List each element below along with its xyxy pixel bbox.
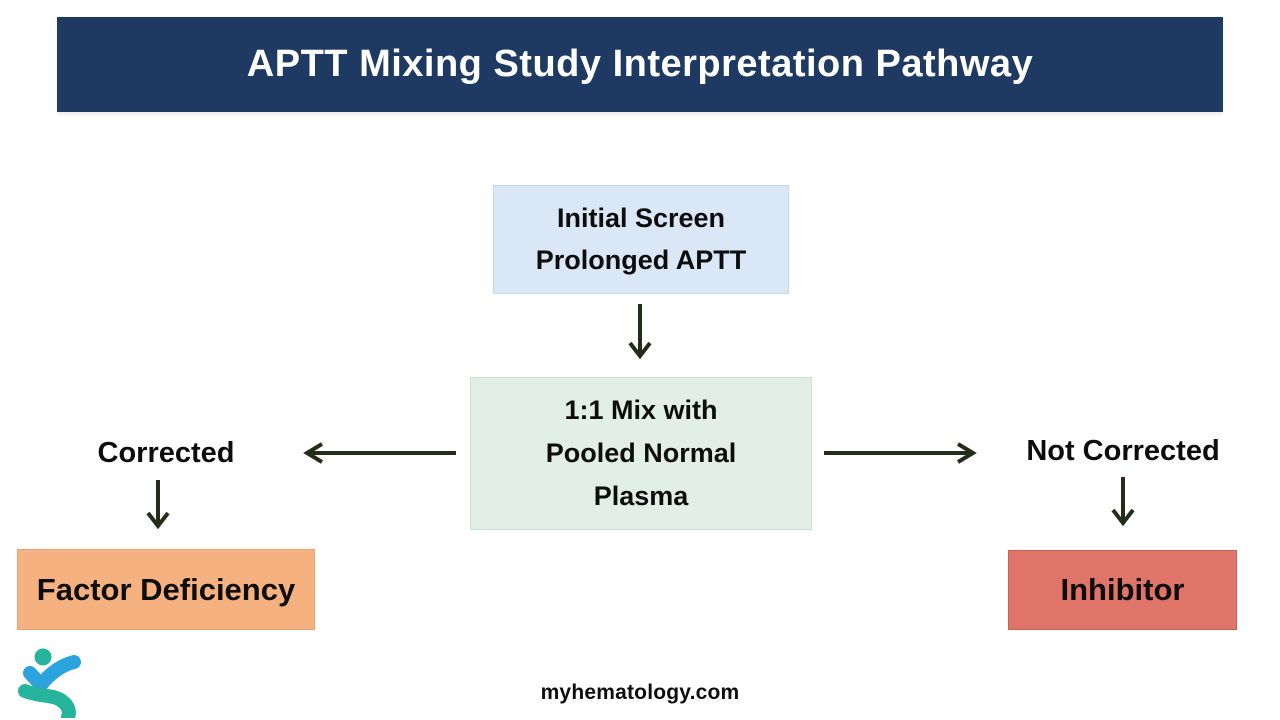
myhematology-logo-icon — [16, 646, 94, 720]
node-factor-deficiency: Factor Deficiency — [17, 549, 315, 630]
arrow-mix-to-corrected — [303, 442, 456, 464]
node-mix: 1:1 Mix with Pooled Normal Plasma — [470, 377, 812, 530]
title-bar: APTT Mixing Study Interpretation Pathway — [57, 17, 1223, 112]
label-not-corrected: Not Corrected — [1026, 435, 1220, 467]
node-inhibitor: Inhibitor — [1008, 550, 1237, 630]
website-text: myhematology.com — [540, 681, 740, 704]
arrow-mix-to-not-corrected — [824, 442, 977, 464]
node-initial-screen: Initial Screen Prolonged APTT — [493, 185, 789, 294]
arrow-screen-to-mix — [628, 304, 652, 360]
arrow-corrected-to-deficiency — [146, 480, 170, 530]
diagram-title: APTT Mixing Study Interpretation Pathway — [246, 43, 1034, 85]
arrow-not-corrected-to-inhibitor — [1111, 477, 1135, 527]
label-corrected: Corrected — [97, 437, 235, 469]
